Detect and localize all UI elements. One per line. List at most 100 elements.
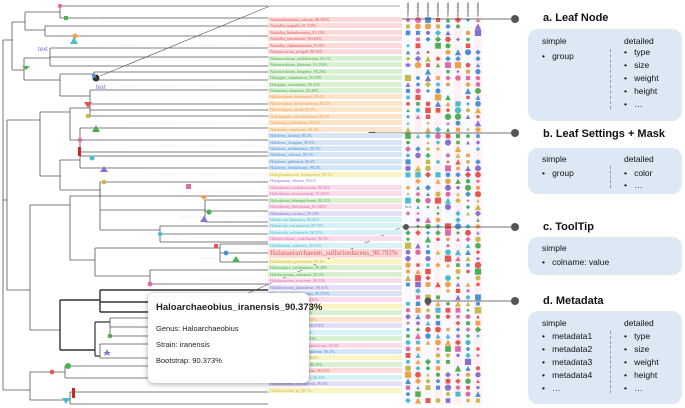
metadata-mark	[464, 358, 472, 365]
leaf-label[interactable]: Natronorubrum_tibetense_91.294%	[268, 62, 402, 68]
metadata-mark	[406, 301, 410, 306]
metadata-column-header: metadata	[476, 2, 480, 17]
leaf-label[interactable]: Halopiger_aswanensis_90.41%	[268, 81, 402, 87]
metadata-mark	[415, 391, 421, 397]
leaf-label[interactable]: Halogeometricum_borinquense_90.3%	[268, 171, 402, 177]
metadata-mark	[406, 282, 410, 287]
leaf-label[interactable]: Haloarcula_vallismortis_90.55%	[268, 229, 402, 235]
metadata-mark	[455, 134, 461, 139]
metadata-mark	[444, 255, 452, 262]
leaf-label[interactable]: Halobacterium_sp_90.1%	[268, 387, 402, 393]
leaf-label[interactable]: Halorubrum_lacusprofundi_91.422%	[268, 191, 402, 197]
metadata-mark	[415, 178, 421, 185]
leaf-label[interactable]: Halopiger_xanaduensis_90.58%	[268, 75, 402, 81]
simple-item: • metadata2	[542, 344, 593, 354]
metadata-mark	[425, 256, 431, 262]
metadata-mark	[406, 327, 410, 332]
metadata-mark	[454, 49, 462, 56]
metadata-mark	[415, 50, 421, 55]
leaf-label[interactable]: Natrinema_altunense_90.48%	[268, 87, 402, 93]
metadata-mark	[415, 397, 421, 404]
metadata-mark	[475, 320, 481, 326]
leaf-label[interactable]: Haloarcula_hispanica_90.31%	[268, 216, 402, 222]
metadata-mark	[425, 101, 431, 106]
leaf-label[interactable]: Halorubrum_saccharovorum_90.45%	[268, 184, 402, 190]
leaf-label[interactable]: Halorubrum_coriense_90.16%	[268, 210, 402, 216]
metadata-mark	[405, 346, 411, 352]
metadata-mark	[425, 165, 431, 172]
leaf-label[interactable]: Haloterrigena_salina_90.6%	[268, 107, 402, 113]
leaf-label[interactable]: Natrialba_chahannaoensis_91.0%	[268, 42, 402, 48]
simple-item: • colname: value	[542, 257, 610, 267]
metadata-mark	[476, 353, 480, 358]
simple-item: • group	[542, 51, 574, 61]
leaf-label[interactable]: Natrinema_versiforme_90.4%	[268, 126, 402, 132]
leaf-label[interactable]: Halorubrum_tebenquichense_90.21%	[268, 197, 402, 203]
metadata-mark	[446, 82, 450, 87]
leaf-label[interactable]: Natrialba_magadii_91.722%	[268, 23, 402, 29]
leaf-label[interactable]: Natronomonas_moolapensis_90.5%	[268, 381, 402, 387]
metadata-mark	[405, 50, 411, 55]
leaf-label[interactable]: Haloferax_volcanii_90.1%	[268, 152, 402, 158]
metadata-mark	[465, 30, 471, 36]
leaf-label[interactable]: Natrialba_hulunbeirensis_91.13%	[268, 29, 402, 35]
metadata-mark	[476, 314, 480, 319]
metadata-mark	[414, 378, 422, 385]
metadata-mark	[475, 75, 481, 81]
metadata-mark	[435, 333, 441, 339]
metadata-mark	[415, 307, 421, 313]
leaf-label[interactable]: Haloterrigena_thermotolerans_90.3%	[268, 100, 402, 106]
leaf-label[interactable]: Haloferax_larsenii_90.2%	[268, 133, 402, 139]
metadata-mark	[475, 68, 481, 75]
metadata-mark	[425, 197, 431, 204]
metadata-mark	[476, 231, 480, 235]
metadata-mark	[404, 74, 412, 82]
leaf-label[interactable]: Natronococcus_jeotgali_90.16%	[268, 49, 402, 55]
metadata-mark	[466, 134, 470, 138]
metadata-mark	[464, 191, 472, 198]
leaf-label[interactable]: Natronorubrum_sulfidifaciens_90.1%	[268, 55, 402, 61]
leaf-label[interactable]: Halobaculum_gomorrense_90.2%	[268, 258, 402, 264]
leaf-label[interactable]: Halobacterium_noricense_90.52%	[268, 278, 402, 284]
detailed-item: • …	[624, 383, 643, 393]
metadata-mark	[476, 334, 480, 338]
metadata-mark	[455, 346, 461, 352]
leaf-label[interactable]: Natronolimnobius_rubrum_90.185%	[268, 17, 402, 22]
leaf-label[interactable]: Haloarcula_marismortui_90.72%	[268, 223, 402, 229]
leaf-label[interactable]: Natrinema_pellirubrum_90.1%	[268, 120, 402, 126]
leaf-label[interactable]: Haloterrigena_saccharevitans_90.2%	[268, 113, 402, 119]
leaf-label[interactable]: Halanaerarchaeum_sulfurireducens_90.792%	[268, 249, 402, 259]
leaf-label[interactable]: Halobacterium_salinarum_90.5%	[268, 271, 402, 277]
leaf-label[interactable]: Natronorubrum_bangense_90.26%	[268, 68, 402, 74]
leaf-label[interactable]: Haloferax_gibbonsii_90.4%	[268, 158, 402, 164]
leaf-label[interactable]: Halosimplex_carlsbadense_90.38%	[268, 265, 402, 271]
leaf-label[interactable]: Halomicrobium_mukohataei_90.3%	[268, 236, 402, 242]
leaf-label[interactable]: Halobacterium_jilantaiense_90.61%	[268, 284, 402, 290]
metadata-mark	[405, 94, 411, 100]
leaf-label[interactable]: Haloferax_elongans_90.3%	[268, 139, 402, 145]
metadata-mark	[476, 347, 480, 351]
leaf-label[interactable]: Natrialba_taiwanensis_90.631%	[268, 36, 402, 42]
metadata-mark	[456, 192, 460, 196]
metadata-mark	[404, 145, 412, 153]
metadata-mark	[455, 223, 461, 230]
metadata-mark	[445, 249, 451, 256]
leaf-label[interactable]: Haloferax_mediterranei_90.5%	[268, 146, 402, 151]
leaf-label[interactable]: Haloferax_denitrificans_90.2%	[268, 165, 402, 171]
metadata-mark	[445, 55, 451, 62]
leaf-label[interactable]: Haloterrigena_turkmenica_90.4%	[268, 94, 402, 100]
simple-label: simple	[542, 243, 567, 253]
leaf-label[interactable]: Halorhabdus_utahensis_90.41%	[268, 242, 402, 248]
metadata-mark	[455, 294, 461, 300]
metadata-mark	[445, 23, 451, 30]
metadata-mark	[416, 192, 420, 196]
metadata-mark	[405, 153, 411, 158]
metadata-column	[464, 17, 472, 405]
metadata-panel: simple • metadata1 • metadata2 • metadat…	[528, 311, 682, 404]
leaf-label[interactable]: Halorubrum_distributum_91.445%	[268, 204, 402, 210]
leaf-label[interactable]: Halogranum_rubrum_90.1%	[268, 178, 402, 184]
metadata-mark	[475, 56, 481, 62]
metadata-mark	[446, 243, 450, 248]
simple-item: • metadata4	[542, 370, 593, 380]
